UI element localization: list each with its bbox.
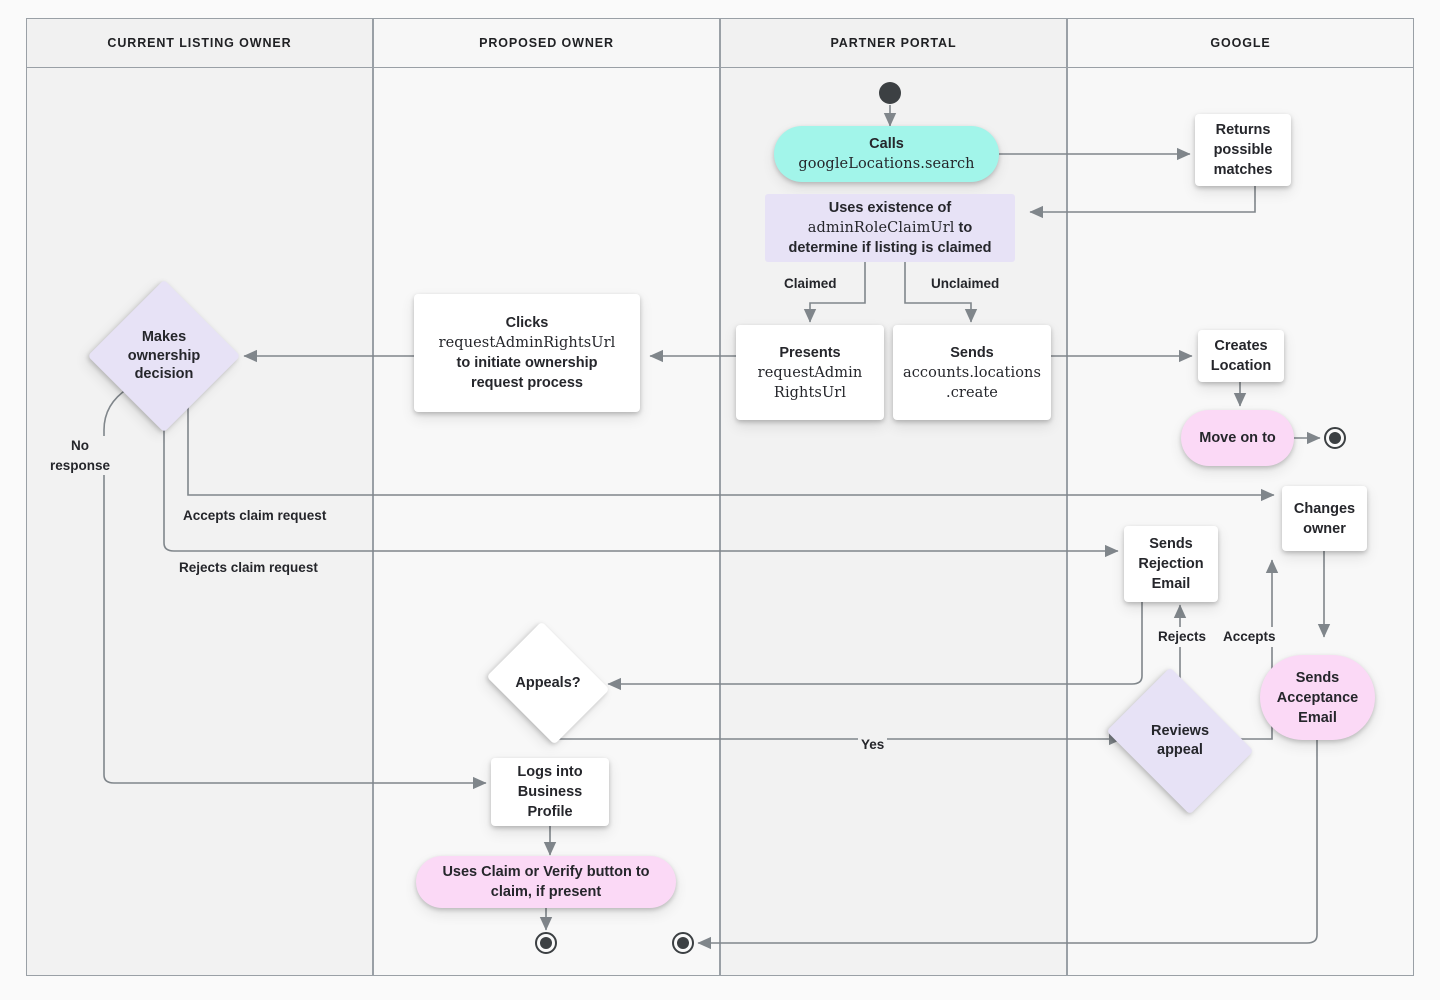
edge-acceptance-email-to-end (697, 730, 1318, 950)
lane-header-proposed-owner: PROPOSED OWNER (373, 18, 720, 68)
node-reviews-appeal[interactable]: Reviews appeal (1106, 667, 1254, 815)
end-node-claim-flow (535, 932, 557, 954)
edge-label-claimed: Claimed (781, 274, 840, 294)
node-label: Sends Rejection Email (1138, 536, 1204, 592)
node-line-3: .create (945, 384, 998, 401)
node-uses-existence-of-admin-role-claim-url[interactable]: Uses existence of adminRoleClaimUrl to d… (765, 194, 1015, 262)
node-line-2-code: adminRoleClaimUrl (807, 220, 955, 236)
lane-header-google: GOOGLE (1067, 18, 1414, 68)
edge-rejection-email-to-appeals (607, 601, 1143, 691)
start-node-partner-portal (879, 82, 901, 104)
edge-label-unclaimed: Unclaimed (928, 274, 1003, 294)
node-line-1: Calls (869, 136, 904, 152)
node-logs-into-business-profile[interactable]: Logs into Business Profile (491, 758, 609, 826)
node-label: Move on to (1199, 430, 1276, 446)
node-sends-accounts-locations-create[interactable]: Sends accounts.locations .create (893, 325, 1051, 420)
node-line-1: Clicks (505, 315, 549, 331)
node-line-1: Uses existence of (828, 200, 952, 216)
edge-appeals-yes-to-reviews (547, 711, 1123, 746)
node-line-3: to initiate ownership (456, 355, 598, 371)
edge-uses-to-presents-claimed (803, 262, 866, 323)
edge-uses-to-sends-unclaimed (904, 262, 978, 323)
lane-header-label: GOOGLE (1210, 36, 1271, 50)
node-line-2-tail: to (954, 220, 973, 236)
node-label: Creates Location (1210, 338, 1272, 374)
node-line-1: Sends (950, 344, 994, 361)
node-line-4: request process (470, 375, 583, 391)
node-sends-rejection-email[interactable]: Sends Rejection Email (1124, 526, 1218, 602)
node-label: Returns possible matches (1213, 122, 1273, 178)
edge-label-rejects-claim-request: Rejects claim request (176, 558, 321, 578)
edge-label-accepts-claim-request: Accepts claim request (180, 506, 330, 526)
node-line-1: Presents (779, 344, 841, 361)
lane-header-label: PROPOSED OWNER (479, 36, 614, 50)
node-label: Logs into Business Profile (517, 764, 583, 820)
node-label: Changes owner (1293, 500, 1356, 537)
node-label: Makes ownership decision (127, 328, 201, 383)
node-line-2: googleLocations.search (798, 156, 975, 172)
edge-label-no-response: No response (44, 436, 116, 476)
node-line-2: requestAdminRightsUrl (438, 335, 616, 351)
node-returns-possible-matches[interactable]: Returns possible matches (1195, 114, 1291, 186)
node-changes-owner[interactable]: Changes owner (1282, 486, 1367, 551)
node-line-3: RightsUrl (773, 384, 847, 401)
node-creates-location[interactable]: Creates Location (1198, 330, 1284, 382)
node-line-2: accounts.locations (902, 364, 1042, 381)
edge-label-rejects: Rejects (1155, 627, 1210, 647)
node-label: Uses Claim or Verify button to claim, if… (442, 864, 650, 900)
node-appeals-decision[interactable]: Appeals? (486, 621, 610, 745)
node-calls-google-locations-search[interactable]: Calls googleLocations.search (774, 126, 999, 182)
node-sends-acceptance-email[interactable]: Sends Acceptance Email (1260, 655, 1375, 740)
end-node-google (1324, 427, 1346, 449)
node-label: Reviews appeal (1150, 723, 1210, 758)
lane-header-current-listing-owner: CURRENT LISTING OWNER (26, 18, 373, 68)
edge-rejects-claim-to-rejection-email (163, 398, 1119, 558)
node-move-on-to[interactable]: Move on to (1181, 410, 1294, 466)
node-line-2: requestAdmin (757, 364, 863, 381)
node-makes-ownership-decision[interactable]: Makes ownership decision (87, 279, 241, 433)
node-line-3: determine if listing is claimed (788, 240, 992, 256)
lane-header-label: PARTNER PORTAL (830, 36, 957, 50)
edge-returns-to-uses (1029, 186, 1256, 219)
lane-header-label: CURRENT LISTING OWNER (107, 36, 292, 50)
edge-accepts-claim-to-changes-owner (187, 398, 1275, 502)
node-presents-request-admin-rights-url[interactable]: Presents requestAdmin RightsUrl (736, 325, 884, 420)
node-label: Sends Acceptance Email (1276, 669, 1359, 726)
edge-label-accepts: Accepts (1220, 627, 1279, 647)
lane-header-partner-portal: PARTNER PORTAL (720, 18, 1067, 68)
edge-no-response-to-logs-in (103, 381, 487, 790)
end-node-acceptance-flow (672, 932, 694, 954)
node-label: Appeals? (515, 674, 581, 691)
node-clicks-request-admin-rights-url[interactable]: Clicks requestAdminRightsUrl to initiate… (414, 294, 640, 412)
edge-label-yes: Yes (858, 735, 888, 755)
node-uses-claim-or-verify-button[interactable]: Uses Claim or Verify button to claim, if… (416, 856, 676, 908)
